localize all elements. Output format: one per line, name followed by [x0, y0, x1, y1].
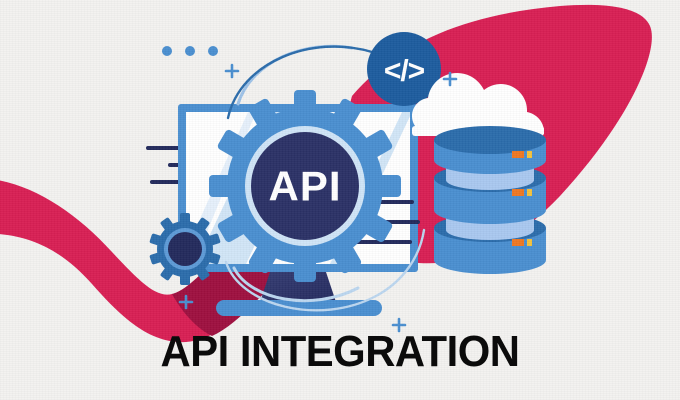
page-title: API INTEGRATION — [160, 327, 520, 376]
db-led — [512, 189, 524, 196]
code-badge: </> — [367, 32, 441, 106]
plus-icon — [442, 71, 458, 87]
plus-icon — [224, 63, 240, 79]
code-badge-label: </> — [384, 55, 425, 88]
main-gear: API — [209, 90, 401, 282]
cloud-icon — [412, 73, 544, 136]
decorative-plus-marks — [178, 63, 458, 333]
database-stack — [434, 126, 546, 274]
db-led — [527, 239, 532, 246]
plus-icon — [391, 317, 407, 333]
monitor-base — [216, 300, 382, 316]
small-gear — [149, 213, 221, 285]
db-led — [527, 189, 532, 196]
database-tier — [434, 126, 546, 174]
db-led — [527, 151, 532, 158]
db-led — [512, 151, 524, 158]
gear-hub — [251, 132, 359, 240]
decorative-dots — [162, 46, 218, 56]
gear-api-label: API — [268, 163, 341, 210]
plus-icon — [178, 294, 194, 310]
db-led — [512, 239, 524, 246]
